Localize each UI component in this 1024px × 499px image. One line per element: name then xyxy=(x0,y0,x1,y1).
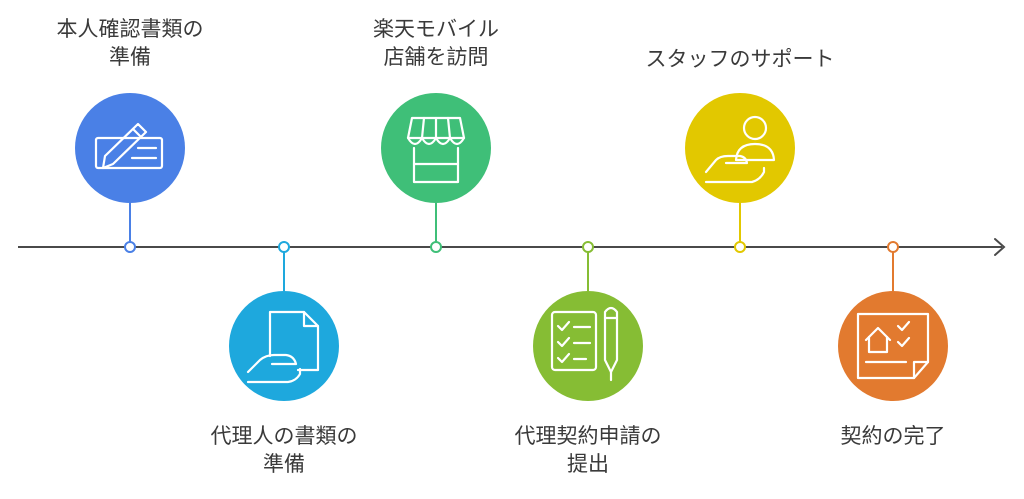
step-6-label: 契約の完了 xyxy=(783,422,1003,450)
step-4-label: 代理契約申請の 提出 xyxy=(478,422,698,478)
step-3-label-line1: 楽天モバイル xyxy=(373,17,499,41)
step-1-node xyxy=(124,241,136,253)
step-3-label: 楽天モバイル 店舗を訪問 xyxy=(326,15,546,71)
step-5-label: スタッフのサポート xyxy=(630,45,850,73)
storefront-icon xyxy=(406,116,466,184)
step-6-node xyxy=(887,241,899,253)
step-6-circle xyxy=(838,291,948,401)
step-6 xyxy=(838,241,948,401)
step-2-node xyxy=(278,241,290,253)
step-5-node xyxy=(734,241,746,253)
step-2-circle xyxy=(229,291,339,401)
step-2-label-line2: 準備 xyxy=(263,452,305,476)
step-2 xyxy=(229,241,339,401)
step-5 xyxy=(685,93,795,253)
timeline-arrowhead xyxy=(994,238,1006,256)
staff-support-icon xyxy=(704,115,776,184)
step-4-circle xyxy=(533,291,643,401)
checklist-pen-icon xyxy=(550,306,619,382)
step-1-label-line2: 準備 xyxy=(109,45,151,69)
step-4 xyxy=(533,241,643,401)
step-1-label-line1: 本人確認書類の xyxy=(56,17,204,41)
step-6-label-line1: 契約の完了 xyxy=(840,424,946,448)
step-3-label-line2: 店舗を訪問 xyxy=(383,45,489,69)
step-1-label: 本人確認書類の 準備 xyxy=(20,15,240,71)
step-5-label-line1: スタッフのサポート xyxy=(645,47,835,71)
step-2-label-line1: 代理人の書類の xyxy=(210,424,358,448)
step-3-node xyxy=(430,241,442,253)
house-checklist-icon xyxy=(856,312,930,380)
step-4-label-line2: 提出 xyxy=(567,452,609,476)
step-3-circle xyxy=(381,93,491,203)
document-hand-icon xyxy=(246,310,320,384)
pen-card-icon xyxy=(94,122,164,170)
step-4-node xyxy=(582,241,594,253)
step-4-label-line1: 代理契約申請の xyxy=(514,424,662,448)
step-2-label: 代理人の書類の 準備 xyxy=(174,422,394,478)
step-1 xyxy=(75,93,185,253)
step-3 xyxy=(381,93,491,253)
